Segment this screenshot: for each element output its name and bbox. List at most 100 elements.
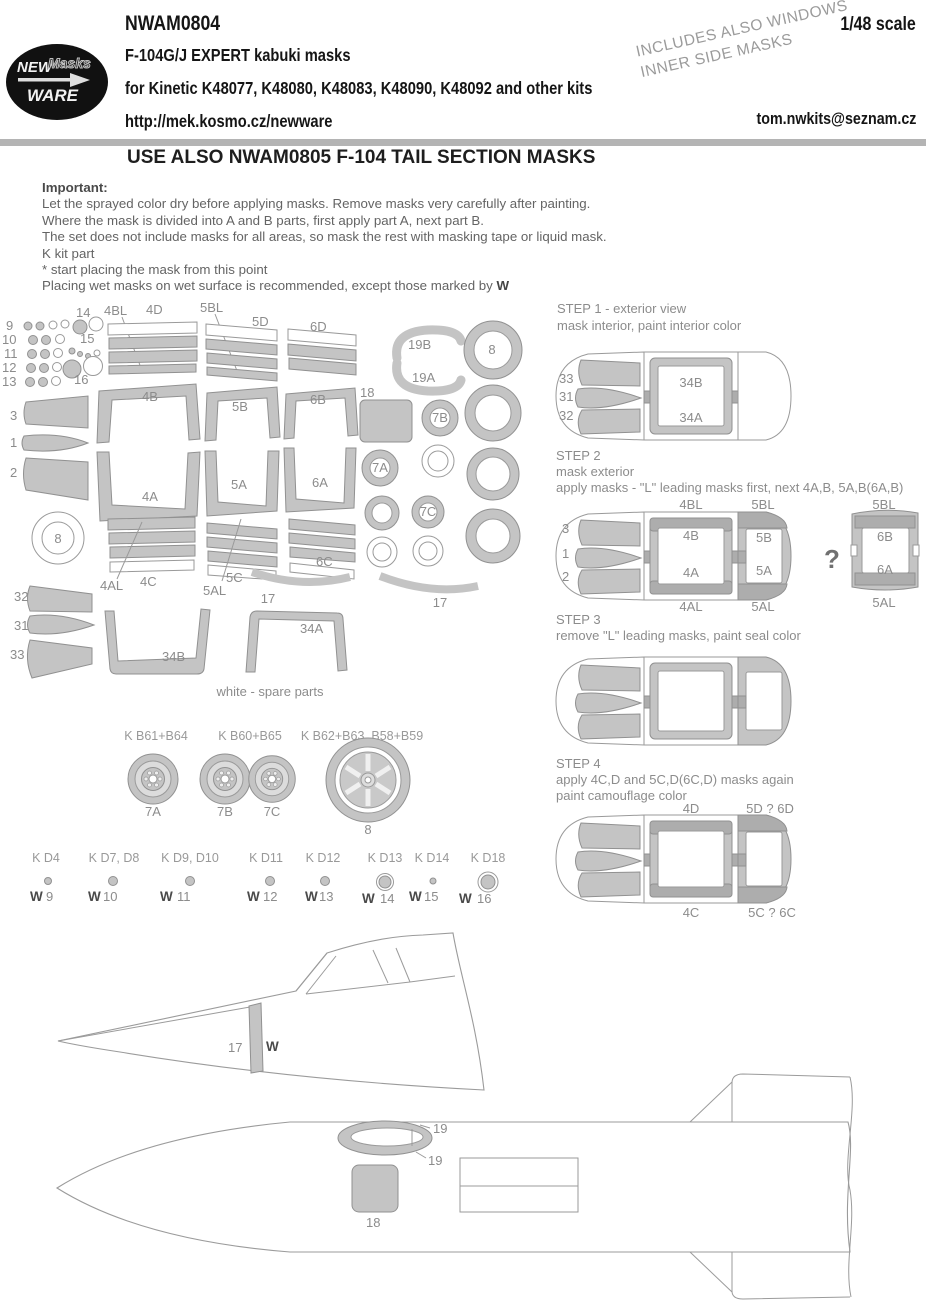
dot-mask-item: K D4 W 9 (30, 851, 60, 904)
label-5al: 5AL (751, 599, 774, 614)
label-31: 31 (14, 618, 28, 633)
label-6a: 6A (877, 562, 893, 577)
kit-label: K D12 (306, 851, 341, 865)
label-2: 2 (562, 569, 569, 584)
kit-label-b62-b63: K B62+B63, B58+B59 (301, 729, 423, 743)
mask-strip (288, 532, 356, 550)
mask-part-19b (392, 325, 466, 363)
mask-part-18 (359, 399, 413, 443)
label-19: 19 (428, 1153, 442, 1168)
label-7b: 7B (432, 410, 448, 425)
kit-label: K D4 (32, 851, 60, 865)
label-wheel-7b: 7B (217, 804, 233, 819)
mask-strip-4bl (108, 363, 197, 375)
kit-label: K D14 (415, 851, 450, 865)
lower-wing (731, 1252, 851, 1300)
label-19: 19 (433, 1121, 447, 1136)
dot-mask-item: K D12 W 13 (305, 851, 340, 904)
dot-number: 12 (263, 889, 277, 904)
step3-instruction: remove "L" leading masks, paint seal col… (556, 628, 801, 643)
mask-strip-17 (250, 568, 351, 586)
canopy-window (649, 662, 733, 740)
step4-instruction2: paint camouflage color (556, 788, 687, 803)
label-13: 13 (2, 374, 16, 389)
mask-band-17 (248, 1002, 264, 1074)
important-line6-text: Placing wet masks on wet surface is reco… (42, 278, 497, 294)
dot-mask-item: K D7, D8 W 10 (88, 851, 139, 904)
label-6c: 6C (316, 554, 333, 569)
mask-frame-4a (96, 451, 201, 522)
label-5d: 5D (252, 314, 269, 329)
mask-strip (107, 516, 196, 531)
mask-part-34b (104, 608, 211, 675)
canopy-rear-frame (372, 949, 389, 984)
label-3: 3 (562, 521, 569, 536)
spine-panel (459, 1157, 579, 1213)
dot-number: 13 (319, 889, 333, 904)
canopy-rear-frame (395, 947, 411, 983)
mask-strip (207, 550, 278, 568)
logo-new-text: NEW (17, 59, 52, 76)
label-33: 33 (10, 647, 24, 662)
step1-title: STEP 1 - exterior view (557, 301, 687, 316)
mask-strip (206, 522, 278, 540)
mask-part-32 (27, 585, 93, 613)
label-17: 17 (433, 595, 447, 610)
label-4b: 4B (683, 528, 699, 543)
mask-strip (206, 352, 278, 370)
label-5al: 5AL (872, 595, 895, 610)
dot-mask-item: K D11 W 12 (247, 851, 283, 904)
wet-mark: W (362, 891, 375, 906)
important-line: The set does not include masks for all a… (42, 229, 607, 245)
mask-part-3 (23, 395, 89, 429)
label-1: 1 (562, 546, 569, 561)
label-4al: 4AL (100, 578, 123, 593)
step1-subtitle: mask interior, paint interior color (557, 318, 742, 333)
small-dots-grid: 9 14 10 15 11 12 16 13 (2, 305, 104, 389)
diagonal-note: INCLUDES ALSO WINDOWS INNER SIDE MASKS (634, 0, 926, 83)
wheel-mask-7b (199, 753, 251, 805)
label-5b: 5B (232, 399, 248, 414)
label-wheel-7c: 7C (264, 804, 281, 819)
dot-mask (185, 876, 195, 886)
leader-line (116, 521, 143, 580)
label-5c: 5C (226, 570, 243, 585)
label-4bl: 4BL (104, 303, 127, 318)
label-15: 15 (80, 331, 94, 346)
wet-mark: W (247, 889, 260, 904)
label-4bl: 4BL (679, 497, 702, 512)
dot-mask-item: K D14 W 15 (409, 851, 449, 904)
label-4a: 4A (142, 489, 158, 504)
label-4a: 4A (683, 565, 699, 580)
mask-strip (289, 546, 356, 563)
mask-18-placement (351, 1164, 399, 1213)
aircraft-placement-diagrams: 17 W 19 19 18 (55, 932, 853, 1300)
canopy-rear-section (737, 351, 792, 441)
label-32: 32 (559, 408, 573, 423)
mask-strip (288, 518, 356, 536)
leader-line (221, 518, 242, 582)
mask-frame-4b (96, 383, 201, 444)
label-2: 2 (10, 465, 17, 480)
dot-number: 11 (177, 889, 191, 904)
wet-mark: W (88, 889, 101, 904)
mask-frame-5b (204, 386, 281, 442)
separate-canopy-piece (850, 509, 920, 591)
label-8: 8 (54, 531, 61, 546)
mask-strip-4c (109, 559, 195, 573)
dot-mask-item: K D18 W 16 (459, 851, 505, 906)
label-6b: 6B (310, 392, 326, 407)
question-mark: ? (824, 544, 840, 574)
step1-diagram: 33 31 32 34B 34A (555, 351, 792, 441)
label-4b: 4B (142, 389, 158, 404)
dot-number: 15 (424, 889, 438, 904)
canopy-rear-window-with-cd-masks (737, 814, 792, 904)
mask-part-33 (26, 639, 93, 679)
label-ring-8: 8 (488, 342, 495, 357)
label-4d: 4D (683, 801, 700, 816)
wet-mark: W (160, 889, 173, 904)
canopy-rear-window (737, 656, 792, 746)
label-wheel-8: 8 (364, 822, 371, 837)
notice-heading: USE ALSO NWAM0805 F-104 TAIL SECTION MAS… (127, 147, 596, 168)
label-5al: 5AL (203, 583, 226, 598)
